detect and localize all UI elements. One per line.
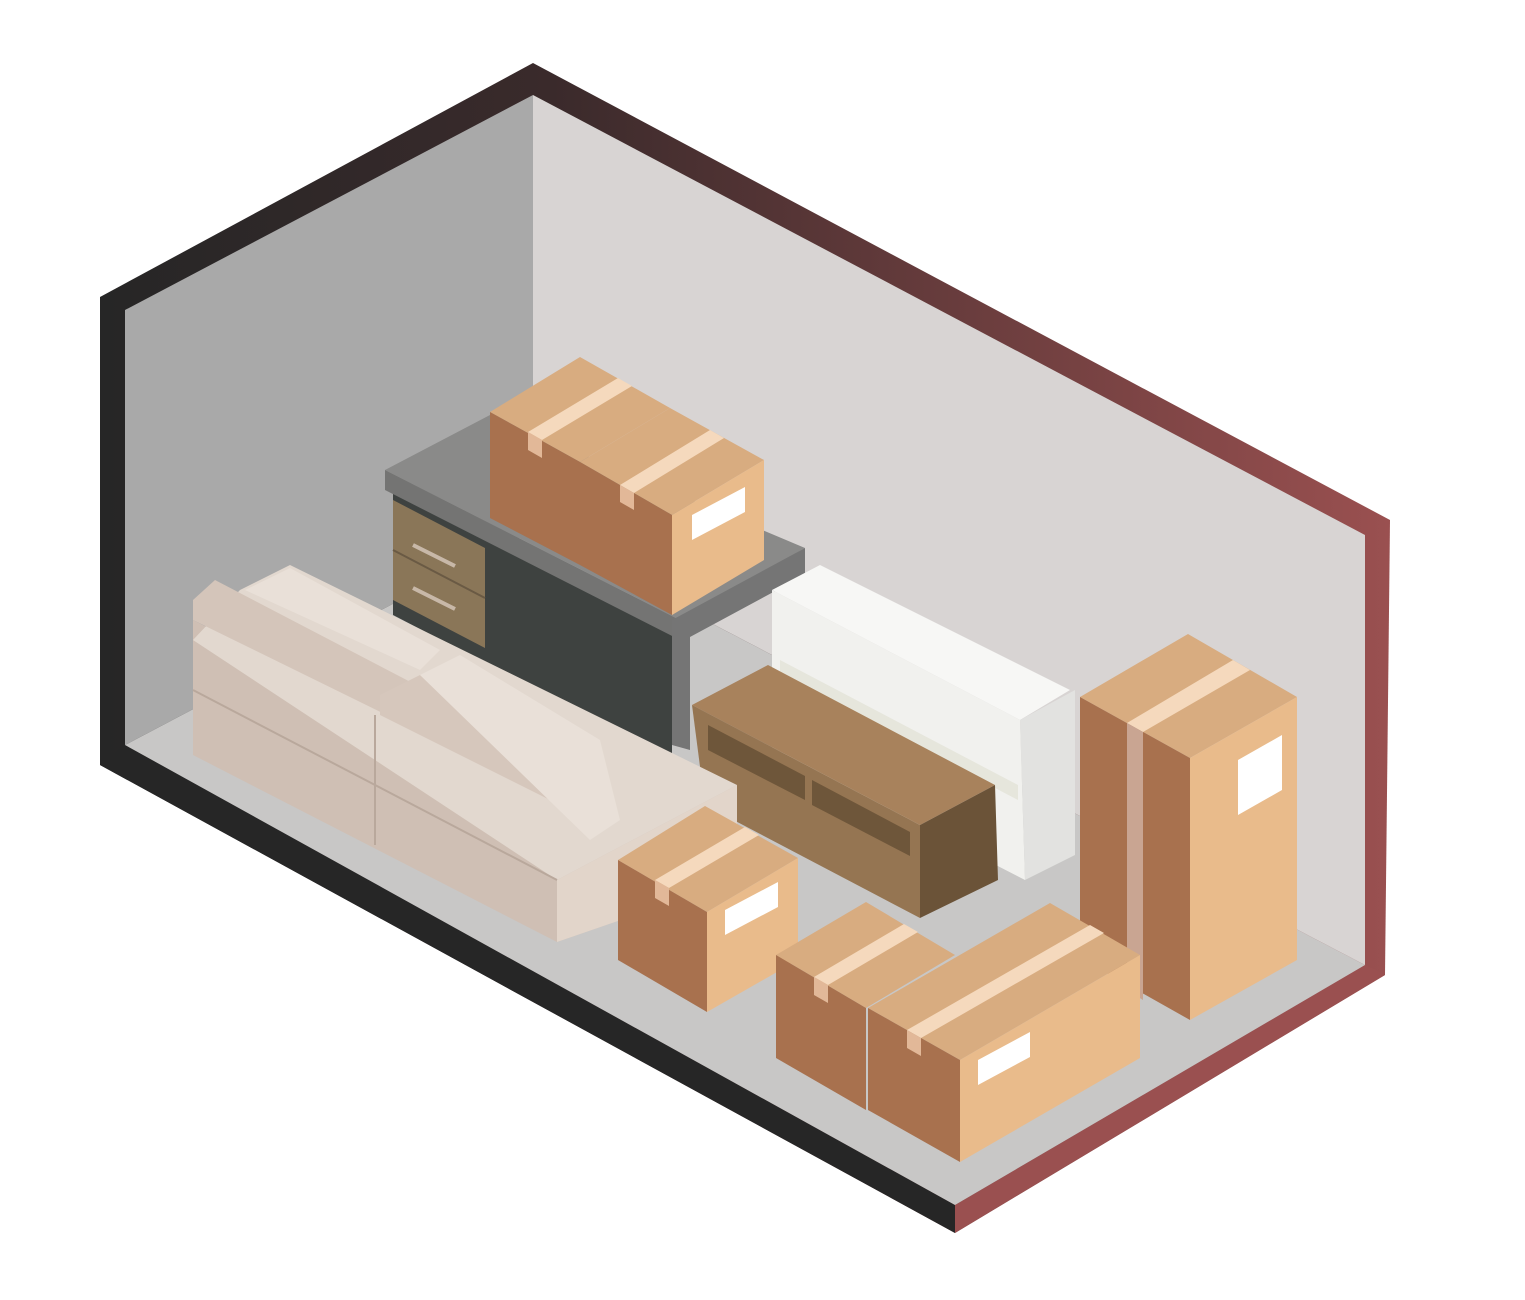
sofa [192,565,737,942]
shipping-label [692,487,745,540]
desk-drawers [392,500,486,648]
tv-stand [692,665,998,918]
box-desk-right [580,408,764,615]
box-front-large [868,903,1140,1162]
shipping-label [978,1032,1030,1085]
shipping-label [1238,735,1282,815]
box-middle [618,806,798,1012]
box-front-small [776,902,955,1110]
box-tall [1080,634,1297,1020]
box-desk-left [490,357,670,565]
shipping-label [725,882,778,935]
